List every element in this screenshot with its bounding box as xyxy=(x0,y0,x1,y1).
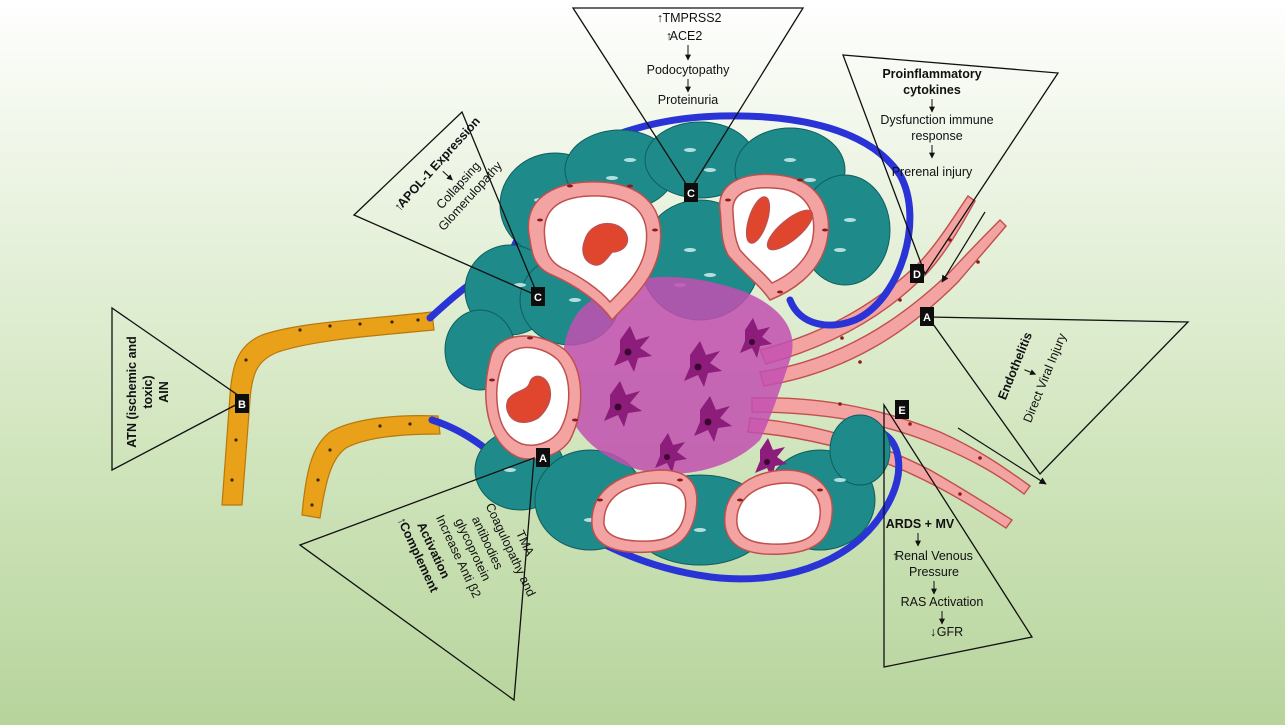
marker-c-left: C xyxy=(531,287,545,306)
ards-line1: Renal Venous xyxy=(895,549,973,563)
svg-text:C: C xyxy=(687,188,695,200)
proximal-tubule xyxy=(222,312,440,518)
endo-title: Endothelitis xyxy=(995,330,1035,402)
cytokine-line2: response xyxy=(911,129,962,143)
apol-box-text: ↑ APOL-1 Expression Collapsing Glomerulo… xyxy=(391,114,517,244)
marker-c-top: C xyxy=(684,183,698,202)
svg-text:D: D xyxy=(913,269,921,281)
top-line3: Podocytopathy xyxy=(647,63,730,77)
atn-box-text: ATN (ischemic and toxic) AIN xyxy=(125,336,171,448)
ards-line4: GFR xyxy=(937,625,963,639)
cytokine-box-text: Proinflammatory cytokines Dysfunction im… xyxy=(880,67,993,179)
ards-title: ARDS + MV xyxy=(886,517,955,531)
ards-line2: Pressure xyxy=(909,565,959,579)
ards-box-text: ARDS + MV ↑ Renal Venous Pressure RAS Ac… xyxy=(886,517,984,639)
atn-line2: toxic) xyxy=(141,375,155,408)
top-line2: ACE2 xyxy=(670,29,703,43)
marker-d: D xyxy=(910,264,924,283)
marker-e: E xyxy=(895,400,909,419)
svg-text:A: A xyxy=(923,312,931,324)
cytokine-line1: Dysfunction immune xyxy=(880,113,993,127)
marker-a-bottom: A xyxy=(536,448,550,467)
atn-line3: AIN xyxy=(157,381,171,403)
cytokine-title2: cytokines xyxy=(903,83,961,97)
top-line4: Proteinuria xyxy=(658,93,718,107)
cytokine-title1: Proinflammatory xyxy=(882,67,981,81)
marker-b: B xyxy=(235,394,249,413)
endothelitis-box-text: Endothelitis Direct Viral Injury xyxy=(991,319,1069,425)
atn-line1: ATN (ischemic and xyxy=(125,336,139,448)
top-line1: TMPRSS2 xyxy=(662,11,721,25)
mesangium xyxy=(562,277,792,478)
ards-line3: RAS Activation xyxy=(901,595,984,609)
cytokine-line3: Prerenal injury xyxy=(892,165,973,179)
svg-text:B: B xyxy=(238,399,246,411)
svg-text:A: A xyxy=(539,453,547,465)
svg-text:E: E xyxy=(898,405,905,417)
svg-text:C: C xyxy=(534,292,542,304)
ards-down-icon: ↓ xyxy=(930,625,936,639)
top-box-text: ↑ TMPRSS2 ↑ ACE2 Podocytopathy Proteinur… xyxy=(647,11,730,107)
marker-a-right: A xyxy=(920,307,934,326)
